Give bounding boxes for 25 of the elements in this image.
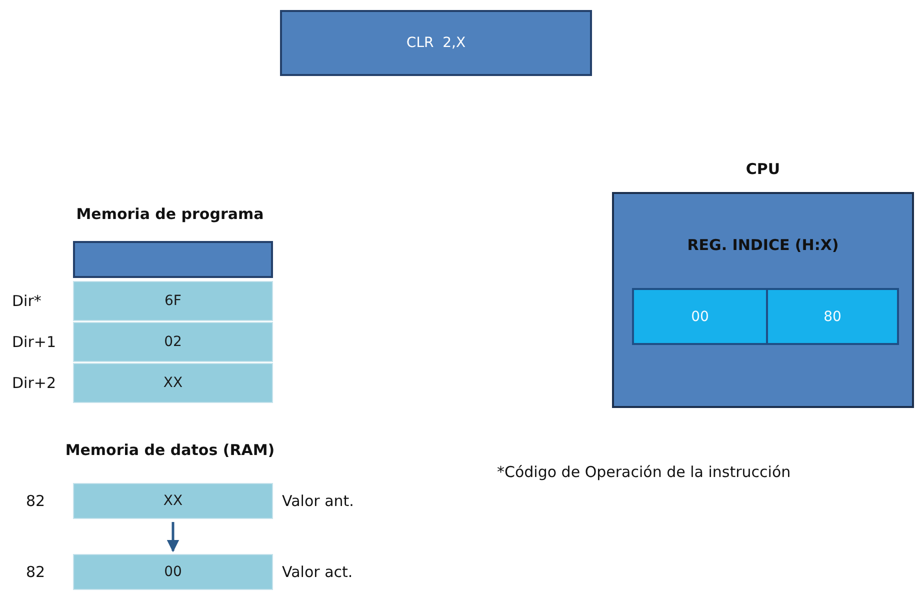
cell-value: 6F (164, 293, 182, 309)
address-label: Dir+2 (12, 374, 56, 392)
arrow (166, 522, 180, 552)
register-cell (766, 288, 899, 345)
instruction-box (280, 10, 592, 76)
address-label: 82 (26, 563, 46, 581)
address-label: Valor act. (282, 563, 353, 581)
footnote: *Código de Operación de la instrucción (497, 463, 791, 481)
address-label: 82 (26, 492, 46, 510)
cell-value: 80 (824, 308, 842, 324)
memory-header-box (73, 241, 273, 278)
cell-value: XX (163, 375, 183, 391)
cell-value: XX (163, 493, 183, 509)
cell-value: 02 (164, 334, 182, 350)
cpu-heading: CPU (746, 160, 780, 178)
register-cell (632, 288, 768, 345)
cell-value: CLR 2,X (406, 35, 466, 51)
section-heading: Memoria de datos (RAM) (65, 441, 275, 459)
section-heading: Memoria de programa (76, 205, 264, 223)
address-label: Dir* (12, 292, 42, 310)
cell-value: 00 (164, 564, 182, 580)
cell-value: 00 (691, 308, 709, 324)
address-label: Dir+1 (12, 333, 56, 351)
register-heading: REG. INDICE (H:X) (687, 236, 839, 254)
address-label: Valor ant. (282, 492, 354, 510)
